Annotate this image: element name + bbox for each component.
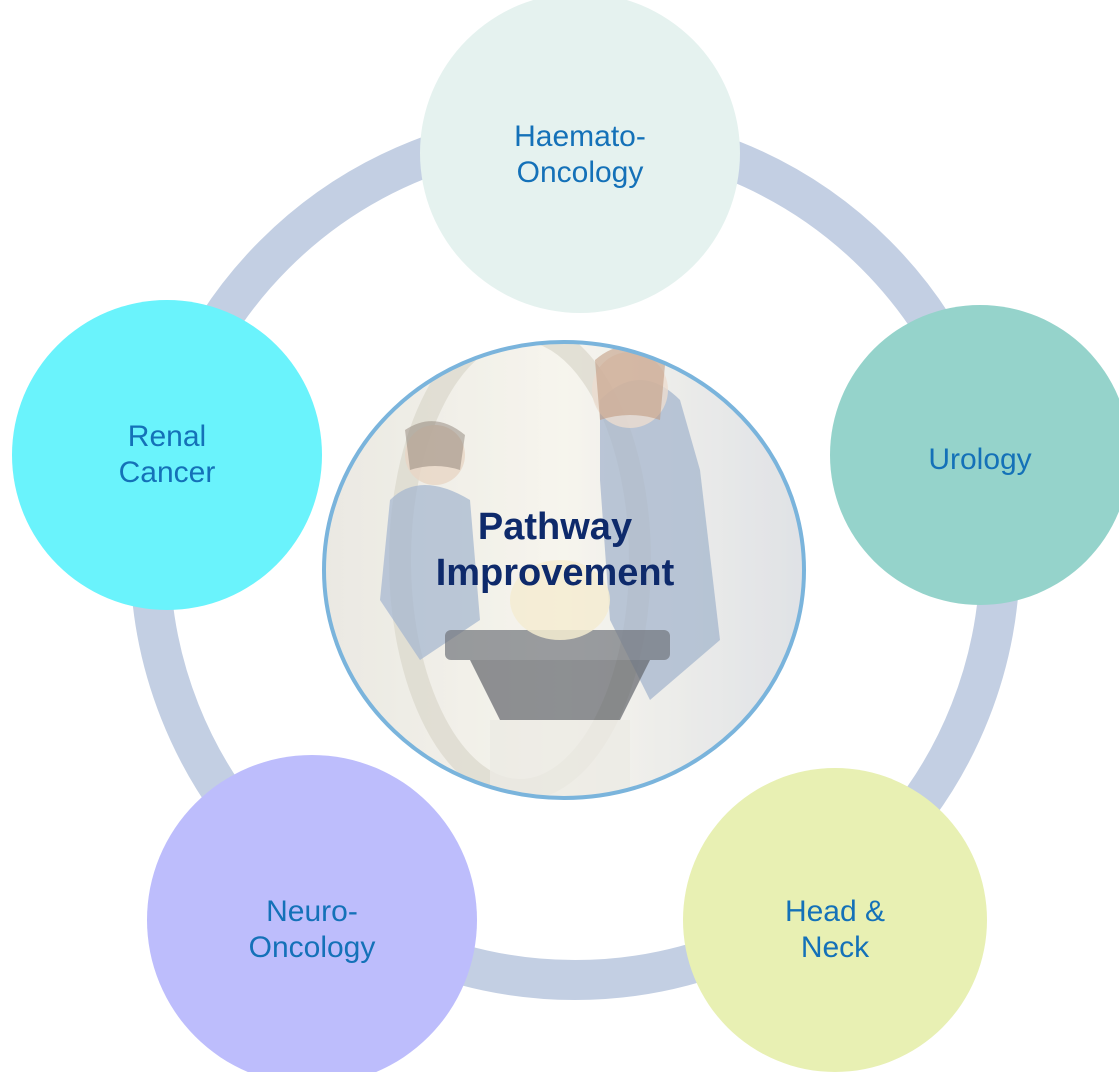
center-circle-border (322, 340, 806, 800)
center-title: Pathway Improvement (435, 506, 675, 594)
center-photo (324, 342, 804, 798)
node-circle-urology (830, 305, 1119, 605)
node-circle-neuro-oncology (147, 755, 477, 1072)
node-circle-head-neck (683, 768, 987, 1072)
node-label-head-neck: Head & Neck (784, 895, 886, 964)
node-label-haemato-oncology: Haemato- Oncology (514, 120, 646, 189)
node-circle-haemato-oncology (420, 0, 740, 313)
node-label-urology: Urology (928, 443, 1032, 476)
node-circle-renal-cancer (12, 300, 322, 610)
node-label-neuro-oncology: Neuro- Oncology (248, 895, 376, 964)
node-label-renal-cancer: Renal Cancer (118, 420, 216, 489)
